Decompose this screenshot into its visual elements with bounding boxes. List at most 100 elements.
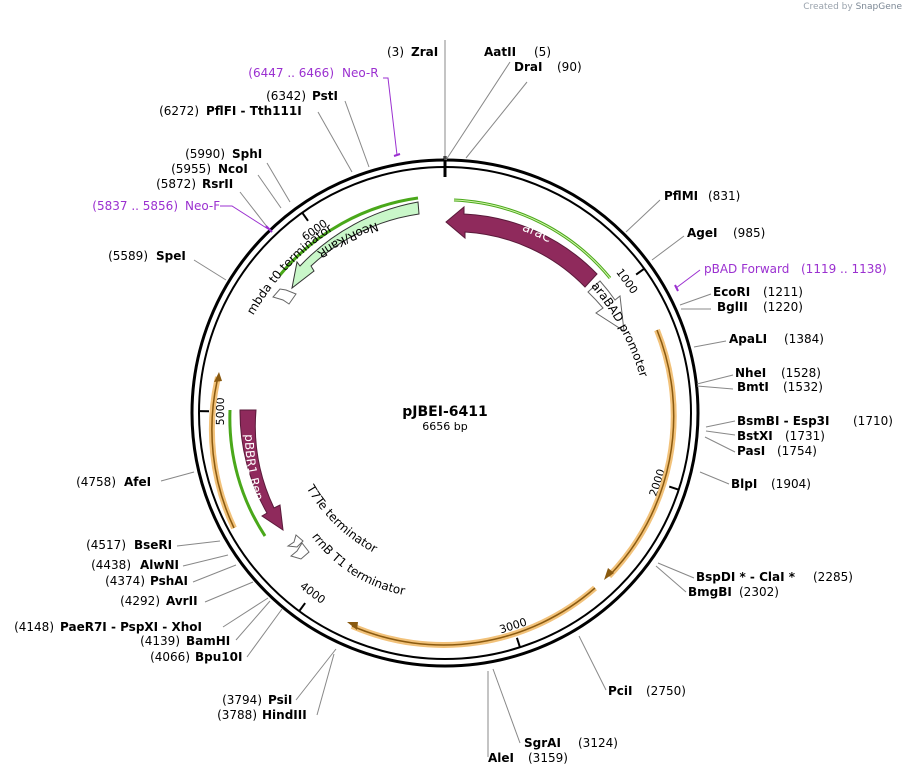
tick-label: 1000 (613, 266, 640, 296)
enzyme-pos-bmgbi: (2302) (739, 585, 779, 599)
orf-arc-bottom (350, 585, 597, 648)
primer-range-neo-r: (6447 .. 6466) (248, 66, 334, 80)
enzyme-pos-bmti: (1532) (783, 380, 823, 394)
feature-lambda-t0[interactable] (272, 288, 297, 305)
enzyme-name-tth111i: PflFI - Tth111I (206, 104, 302, 118)
enzyme-name-avrii: AvrII (166, 594, 198, 608)
enzyme-name-spei: SpeI (156, 249, 186, 263)
enzyme-pos-ncoi: (5955) (171, 162, 211, 176)
feature-rrnb-t1-terminator[interactable] (289, 542, 310, 560)
enzyme-name-afei: AfeI (124, 475, 151, 489)
enzyme-name-pcii: PciI (608, 684, 633, 698)
enzyme-pos-ecori: (1211) (763, 285, 803, 299)
feature-label-lambda-t0: lambda t0 terminator (0, 0, 335, 317)
enzyme-pos-avrii: (4292) (120, 594, 160, 608)
enzyme-pos-paer7i: (4148) (14, 620, 54, 634)
tick-mark (668, 485, 680, 491)
neor-orf-outline (278, 196, 419, 276)
enzyme-pos-hindiii: (3788) (217, 708, 257, 722)
primer-name-pbad-forward: pBAD Forward (704, 262, 789, 276)
primer-range-pbad-forward: (1119 .. 1138) (801, 262, 887, 276)
feature-pbbr1-rep[interactable] (239, 409, 284, 532)
enzyme-pos-drai: (90) (557, 60, 582, 74)
enzyme-pos-tth111i: (6272) (159, 104, 199, 118)
primer-range-neo-f: (5837 .. 5856) (92, 199, 178, 213)
enzyme-pos-alwni: (4438) (91, 558, 131, 572)
tick-mark (635, 267, 645, 276)
tick-label: 5000 (214, 397, 227, 425)
enzyme-pos-pflmi: (831) (708, 189, 740, 203)
feature-label-pbbr1-rep: pBBR1 Rep (242, 434, 266, 502)
primer-name-neo-f: Neo-F (185, 199, 220, 213)
enzyme-pos-pasi: (1754) (777, 444, 817, 458)
enzyme-name-agei: AgeI (687, 226, 717, 240)
enzyme-pos-psti: (6342) (266, 89, 306, 103)
enzyme-name-blpi: BlpI (731, 477, 757, 491)
enzyme-name-bseri: BseRI (134, 538, 172, 552)
enzyme-name-sphi: SphI (232, 147, 262, 161)
enzyme-pos-nhei: (1528) (781, 366, 821, 380)
primer-labels: (6447 .. 6466) Neo-R pBAD Forward (1119 … (92, 66, 886, 276)
enzyme-pos-bglii: (1220) (763, 300, 803, 314)
enzyme-pos-aatii: (5) (534, 45, 551, 59)
enzyme-pos-blpi: (1904) (771, 477, 811, 491)
enzyme-name-drai: DraI (514, 60, 542, 74)
enzyme-name-bpu10i: Bpu10I (195, 650, 242, 664)
snapgene-brand: SnapGene (855, 2, 902, 12)
enzyme-pos-alei: (3159) (528, 751, 568, 765)
enzyme-name-ecori: EcoRI (713, 285, 750, 299)
enzyme-name-ncoi: NcoI (218, 162, 248, 176)
enzyme-pos-afei: (4758) (76, 475, 116, 489)
enzyme-name-pasi: PasI (737, 444, 765, 458)
enzyme-pos-zrai: (3) (387, 45, 404, 59)
enzyme-name-paer7i: PaeR7I - PspXI - XhoI (60, 620, 202, 634)
tick-label: 4000 (297, 579, 327, 606)
enzyme-pos-bseri: (4517) (86, 538, 126, 552)
enzyme-pos-sphi: (5990) (185, 147, 225, 161)
feature-neor-kanr[interactable] (291, 201, 420, 290)
enzyme-name-pflmi: PflMI (664, 189, 698, 203)
enzyme-pos-bsmbi: (1710) (853, 414, 893, 428)
enzyme-name-zrai: ZraI (411, 45, 438, 59)
enzyme-name-sgrai: SgrAI (524, 736, 561, 750)
tick-mark (298, 602, 306, 612)
enzyme-pos-bamhi: (4139) (140, 634, 180, 648)
enzyme-pos-apali: (1384) (784, 332, 824, 346)
enzyme-pos-agei: (985) (733, 226, 765, 240)
enzyme-pos-bstxi: (1731) (785, 429, 825, 443)
enzyme-pos-bpu10i: (4066) (150, 650, 190, 664)
pbbr1-orf-outline (228, 409, 267, 537)
feature-arac[interactable] (445, 205, 598, 288)
enzyme-name-bglii: BglII (717, 300, 748, 314)
enzyme-name-psii: PsiI (268, 693, 292, 707)
plasmid-length: 6656 bp (422, 420, 467, 433)
tick-mark (515, 637, 521, 648)
enzyme-name-apali: ApaLI (729, 332, 767, 346)
enzyme-name-rsrii: RsrII (202, 177, 233, 191)
enzyme-pos-pcii: (2750) (646, 684, 686, 698)
enzyme-pos-psii: (3794) (222, 693, 262, 707)
enzyme-name-alei: AleI (488, 751, 514, 765)
enzyme-pos-pshai: (4374) (105, 574, 145, 588)
enzyme-name-aatii: AatII (484, 45, 516, 59)
enzyme-name-nhei: NheI (735, 366, 766, 380)
snapgene-credit: Created by SnapGene (803, 2, 902, 12)
enzyme-name-alwni: AlwNI (140, 558, 179, 572)
enzyme-name-bmti: BmtI (737, 380, 769, 394)
enzyme-name-bamhi: BamHI (186, 634, 230, 648)
enzyme-sites (160, 40, 736, 757)
tick-mark (301, 212, 309, 222)
enzyme-name-hindiii: HindIII (262, 708, 307, 722)
feature-t7te-terminator[interactable] (286, 534, 304, 548)
enzyme-pos-rsrii: (5872) (156, 177, 196, 191)
enzyme-name-bmgbi: BmgBI (688, 585, 732, 599)
enzyme-pos-bspdi: (2285) (813, 570, 853, 584)
primer-name-neo-r: Neo-R (342, 66, 379, 80)
enzyme-name-bsmbi: BsmBI - Esp3I (737, 414, 829, 428)
feature-label-arabad-promoter: araBAD promoter (589, 279, 651, 379)
enzyme-name-psti: PstI (312, 89, 338, 103)
feature-arabad-promoter[interactable] (587, 280, 625, 332)
enzyme-pos-spei: (5589) (108, 249, 148, 263)
enzyme-pos-sgrai: (3124) (578, 736, 618, 750)
